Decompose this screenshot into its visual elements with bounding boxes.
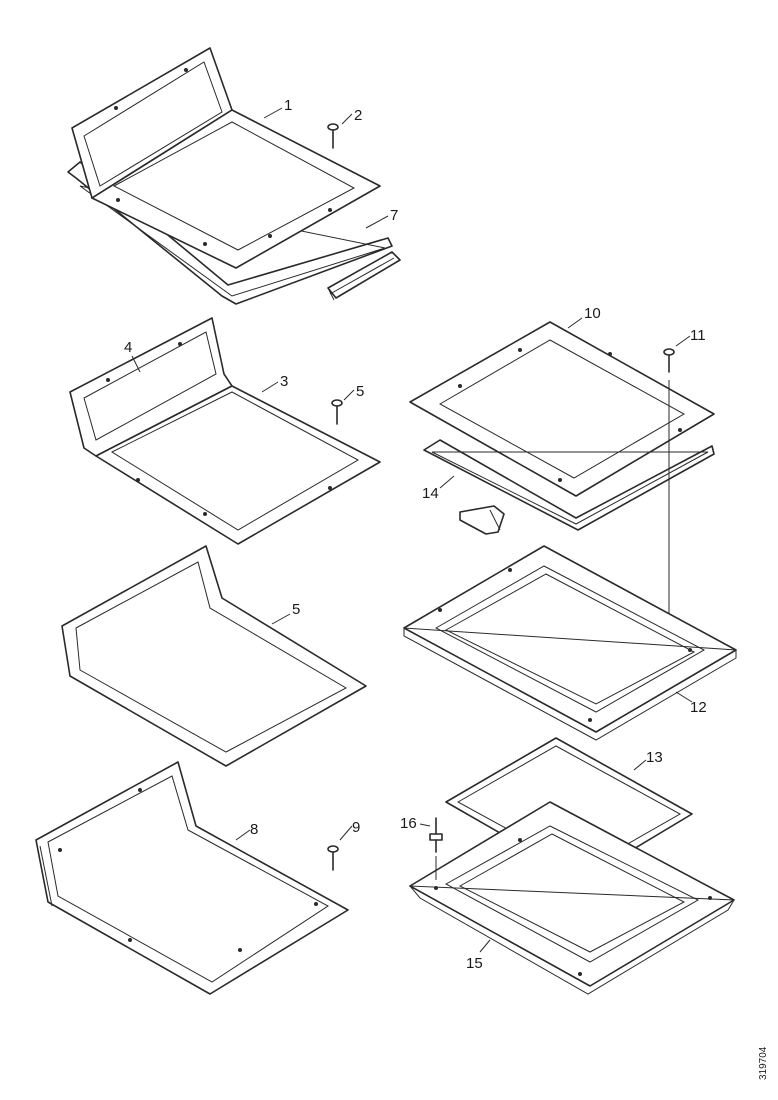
screw-icon-part-2 [327, 123, 339, 149]
callout-12: 12 [690, 699, 707, 716]
part-14-seal [423, 439, 715, 531]
callout-10: 10 [584, 305, 601, 322]
part-6-gasket [61, 545, 367, 767]
callout-5-lower: 5 [292, 601, 300, 618]
document-id: 319704 [758, 1046, 769, 1080]
leader-lines [131, 107, 693, 953]
screw-icon-part-11 [663, 348, 675, 373]
callout-14: 14 [422, 485, 439, 502]
callout-7: 7 [390, 207, 398, 224]
part-12-frame [403, 545, 737, 741]
callout-13: 13 [646, 749, 663, 766]
callout-16: 16 [400, 815, 417, 832]
part-7-channel [327, 251, 401, 301]
part-14-channel [459, 505, 505, 535]
callout-8: 8 [250, 821, 258, 838]
callout-labels: 1 2 3 4 5 5 7 8 9 10 11 12 13 14 15 16 [124, 97, 707, 972]
part-15-base [408, 801, 735, 995]
callout-2: 2 [354, 107, 362, 124]
part-1-frame [67, 47, 393, 305]
bolt-icon-part-16 [429, 817, 443, 880]
callout-4: 4 [124, 339, 132, 356]
screw-icon-part-9 [327, 845, 339, 871]
callout-11: 11 [690, 327, 706, 344]
callout-1: 1 [284, 97, 292, 114]
callout-3: 3 [280, 373, 288, 390]
callout-9: 9 [352, 819, 360, 836]
callout-15: 15 [466, 955, 483, 972]
screw-icon-part-5-upper [331, 399, 343, 425]
part-4-frame [69, 317, 381, 545]
part-8-frame [35, 761, 349, 995]
callout-5-upper: 5 [356, 383, 364, 400]
